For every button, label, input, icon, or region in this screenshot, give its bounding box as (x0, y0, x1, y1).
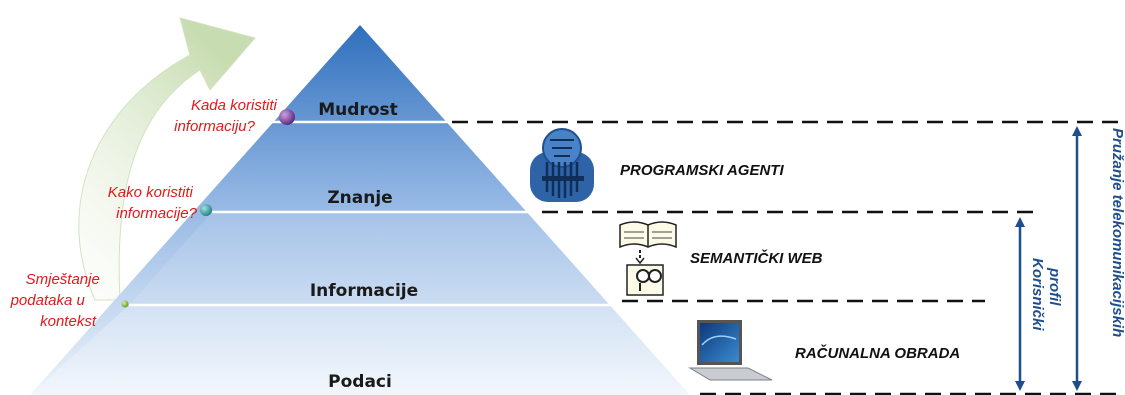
bead-teal (200, 204, 212, 216)
bead-purple (279, 109, 295, 125)
tech-label-computing: RAČUNALNA OBRADA (795, 344, 960, 362)
question-kako: Kako koristiti informacije? (108, 184, 198, 222)
level-label-informacije: Informacije (310, 281, 418, 301)
question-smjestanje: Smještanje podataka u kontekst (10, 271, 104, 330)
tech-label-semantic-web: SEMANTIČKI WEB (690, 249, 823, 267)
pyramid-body (30, 25, 690, 395)
profile-range-label: Korisnički profil (1029, 258, 1063, 335)
agent-icon (530, 128, 594, 202)
progress-curved-arrow (78, 17, 256, 301)
laptop-icon (688, 320, 773, 381)
bead-green (121, 300, 129, 308)
services-range-label: Pružanje telekomunikacijskih usluga (1109, 128, 1125, 341)
level-label-mudrost: Mudrost (318, 100, 398, 120)
level-label-znanje: Znanje (327, 188, 392, 208)
dashed-level-lines (452, 120, 1118, 395)
semantic-web-icon (619, 221, 677, 296)
pyramid: Mudrost Znanje Informacije Podaci (30, 25, 690, 395)
level-label-podaci: Podaci (328, 372, 392, 392)
question-kada: Kada koristiti informaciju? (174, 97, 281, 135)
tech-label-agents: PROGRAMSKI AGENTI (620, 162, 784, 179)
